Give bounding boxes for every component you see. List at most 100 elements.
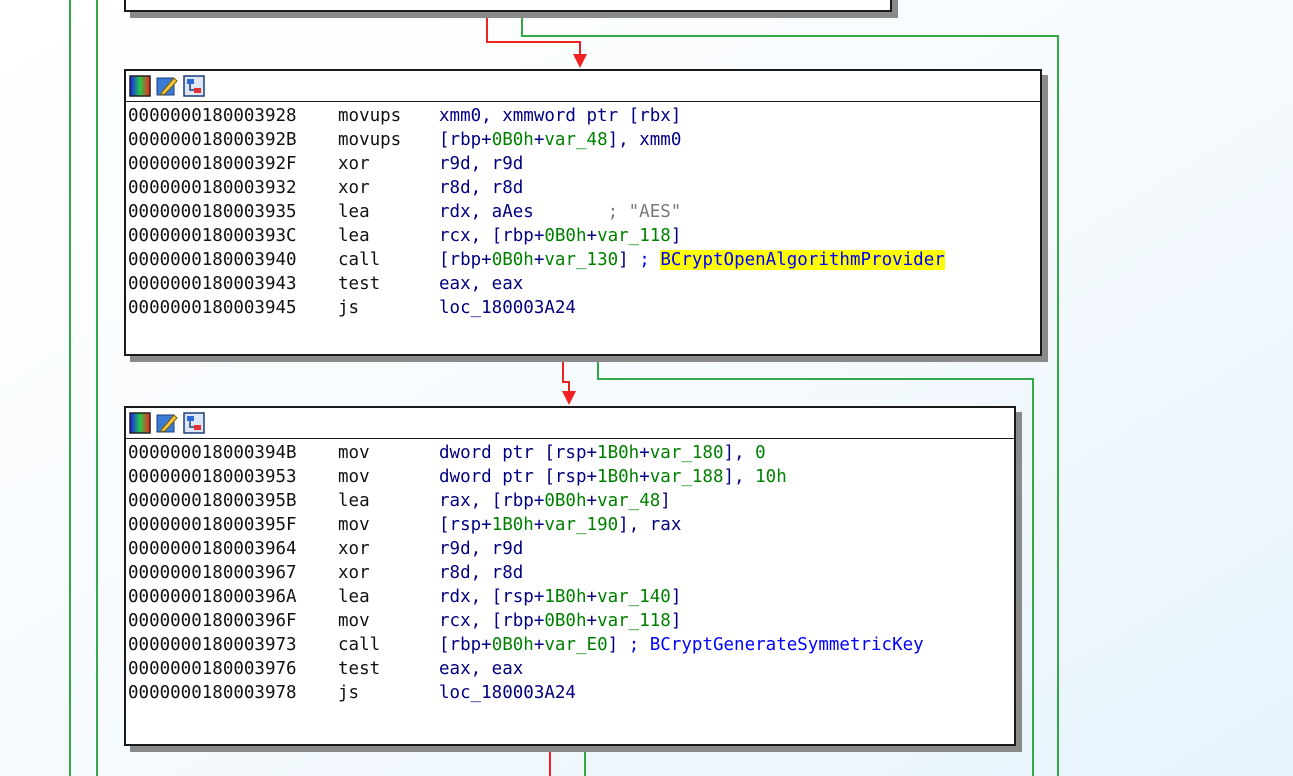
instruction-operands[interactable]: rcx, [rbp+0B0h+var_118] [439,611,681,631]
instruction-row[interactable]: 0000000180003935 lea rdx, aAes ; "AES" [128,200,1040,224]
instruction-mnemonic[interactable]: xor [338,178,370,198]
operand-text[interactable]: r9d, r9d [439,539,524,559]
instruction-mnemonic[interactable]: mov [338,467,370,487]
instruction-address[interactable]: 0000000180003967 [128,563,297,583]
operand-text[interactable]: ], rax [618,515,682,535]
instruction-mnemonic[interactable]: lea [338,202,370,222]
operand-text[interactable]: eax, eax [439,659,524,679]
instruction-operands[interactable]: r8d, r8d [439,563,523,583]
instruction-address[interactable]: 0000000180003935 [128,202,297,222]
instruction-address[interactable]: 000000018000396A [128,587,297,607]
api-comment[interactable]: ; BCryptGenerateSymmetricKey [628,635,924,655]
instruction-operands[interactable]: r8d, r8d [439,178,523,198]
instruction-address[interactable]: 000000018000395B [128,491,297,511]
operand-text[interactable]: + [586,491,598,511]
operand-text[interactable]: loc_180003A24 [439,298,576,318]
instruction-mnemonic[interactable]: call [338,250,381,270]
operand-number[interactable]: 0B0h [491,130,534,150]
operand-text[interactable]: + [533,635,545,655]
operand-number[interactable]: 0B0h [491,635,534,655]
operand-text[interactable]: [rbp+ [439,130,492,150]
instruction-row[interactable]: 0000000180003940 call [rbp+0B0h+var_130] ;… [128,248,1040,272]
instruction-mnemonic[interactable]: test [338,274,381,294]
operand-text[interactable]: rcx, [rbp+ [439,611,545,631]
operand-text[interactable]: + [586,587,598,607]
operand-number[interactable]: 0B0h [491,250,534,270]
operand-number[interactable]: var_E0 [544,635,608,655]
instruction-row[interactable]: 000000018000394B mov dword ptr [rsp+1B0h+v… [128,441,1014,465]
operand-text[interactable]: + [586,611,598,631]
operand-text[interactable]: + [533,515,545,535]
operand-number[interactable]: var_118 [597,226,671,246]
instruction-operands[interactable]: rdx, [rsp+1B0h+var_140] [439,587,681,607]
instruction-mnemonic[interactable]: test [338,659,381,679]
rename-icon[interactable] [156,75,178,97]
operand-number[interactable]: 0 [755,443,766,463]
operand-text[interactable]: r8d, r8d [439,178,524,198]
operand-text[interactable]: dword ptr [rsp+ [439,467,598,487]
instruction-operands[interactable]: rdx, aAes ; "AES" [439,202,681,222]
operand-text[interactable]: ] [670,587,682,607]
operand-text[interactable]: ] [618,250,640,270]
operand-text[interactable]: xmm0, xmmword ptr [rbx] [439,106,682,126]
operand-text[interactable]: [rbp+ [439,250,492,270]
operand-text[interactable]: [rsp+ [439,515,492,535]
instruction-address[interactable]: 000000018000392F [128,154,297,174]
instruction-mnemonic[interactable]: lea [338,226,370,246]
operand-number[interactable]: 0B0h [544,491,587,511]
operand-text[interactable]: ] [670,226,682,246]
operand-text[interactable]: ], [723,443,756,463]
instruction-address[interactable]: 0000000180003940 [128,250,297,270]
instruction-address[interactable]: 000000018000395F [128,515,297,535]
instruction-mnemonic[interactable]: xor [338,154,370,174]
operand-number[interactable]: var_188 [649,467,724,487]
operand-text[interactable]: ] [607,635,629,655]
instruction-mnemonic[interactable]: lea [338,491,370,511]
operand-text[interactable]: ] [660,491,671,511]
set-color-icon[interactable] [129,75,151,97]
instruction-operands[interactable]: loc_180003A24 [439,683,576,703]
operand-text[interactable]: ], [723,467,756,487]
operand-text[interactable]: rax, [rbp+ [439,491,545,511]
instruction-address[interactable]: 0000000180003978 [128,683,297,703]
operand-text[interactable]: rcx, [rbp+ [439,226,545,246]
instruction-mnemonic[interactable]: mov [338,443,370,463]
instruction-mnemonic[interactable]: mov [338,611,370,631]
api-comment[interactable]: ; [639,250,661,270]
instruction-operands[interactable]: r9d, r9d [439,154,523,174]
instruction-operands[interactable]: dword ptr [rsp+1B0h+var_180], 0 [439,443,766,463]
instruction-address[interactable]: 000000018000394B [128,443,297,463]
operand-text[interactable]: rdx, aAes [439,202,608,222]
instruction-mnemonic[interactable]: movups [338,106,402,126]
instruction-mnemonic[interactable]: js [338,683,360,703]
instruction-mnemonic[interactable]: xor [338,539,370,559]
instruction-mnemonic[interactable]: lea [338,587,370,607]
operand-text[interactable]: + [533,130,545,150]
operand-number[interactable]: 1B0h [597,443,640,463]
operand-text[interactable]: rdx, [rsp+ [439,587,545,607]
instruction-operands[interactable]: rcx, [rbp+0B0h+var_118] [439,226,681,246]
instruction-operands[interactable]: xmm0, xmmword ptr [rbx] [439,106,681,126]
instruction-mnemonic[interactable]: js [338,298,360,318]
operand-number[interactable]: var_118 [597,611,671,631]
instruction-operands[interactable]: eax, eax [439,274,523,294]
operand-text[interactable]: + [586,226,598,246]
previous-basic-block[interactable] [124,0,892,12]
highlighted-api-name[interactable]: BCryptOpenAlgorithmProvider [660,250,945,270]
instruction-row[interactable]: 000000018000392F xor r9d, r9d [128,152,1040,176]
instruction-row[interactable]: 000000018000396A lea rdx, [rsp+1B0h+var_14… [128,585,1014,609]
operand-number[interactable]: var_130 [544,250,619,270]
operand-text[interactable]: + [533,250,545,270]
set-color-icon[interactable] [129,412,151,434]
